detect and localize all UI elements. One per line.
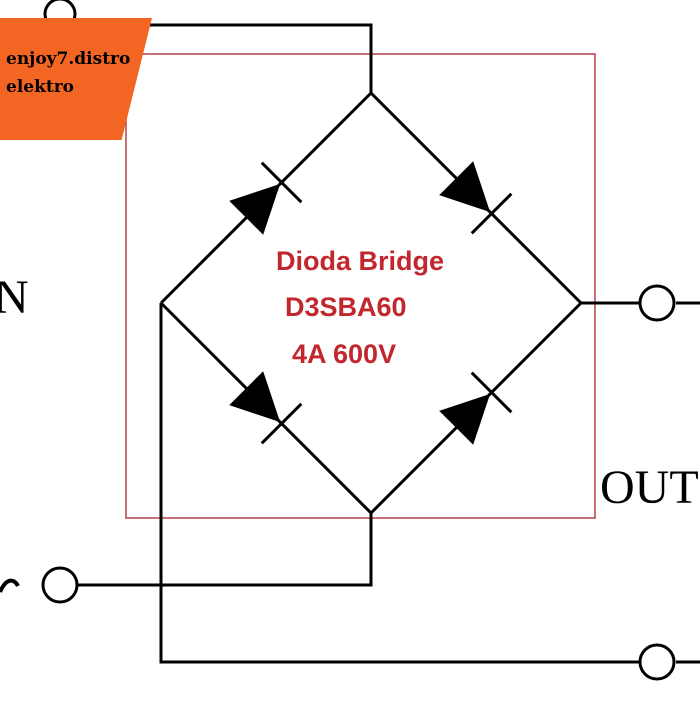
wire-negative — [159, 303, 639, 664]
ac-tilde-icon — [0, 578, 20, 593]
watermark-line-1: enjoy7.distro — [6, 49, 131, 69]
wire-bottom-feed — [76, 513, 373, 587]
label-output: OUT — [600, 461, 699, 514]
watermark-line-2: elektro — [6, 77, 75, 97]
package-outline — [125, 53, 596, 519]
watermark-badge — [0, 18, 152, 140]
label-input: N — [0, 271, 29, 324]
label-part-number: D3SBA60 — [285, 292, 407, 322]
label-rating: 4A 600V — [292, 339, 397, 369]
wire-top-feed — [60, 23, 373, 93]
terminal-negative — [638, 643, 676, 681]
terminal-ac-bottom — [41, 566, 79, 604]
terminal-positive — [638, 284, 676, 322]
label-title: Dioda Bridge — [276, 246, 445, 276]
